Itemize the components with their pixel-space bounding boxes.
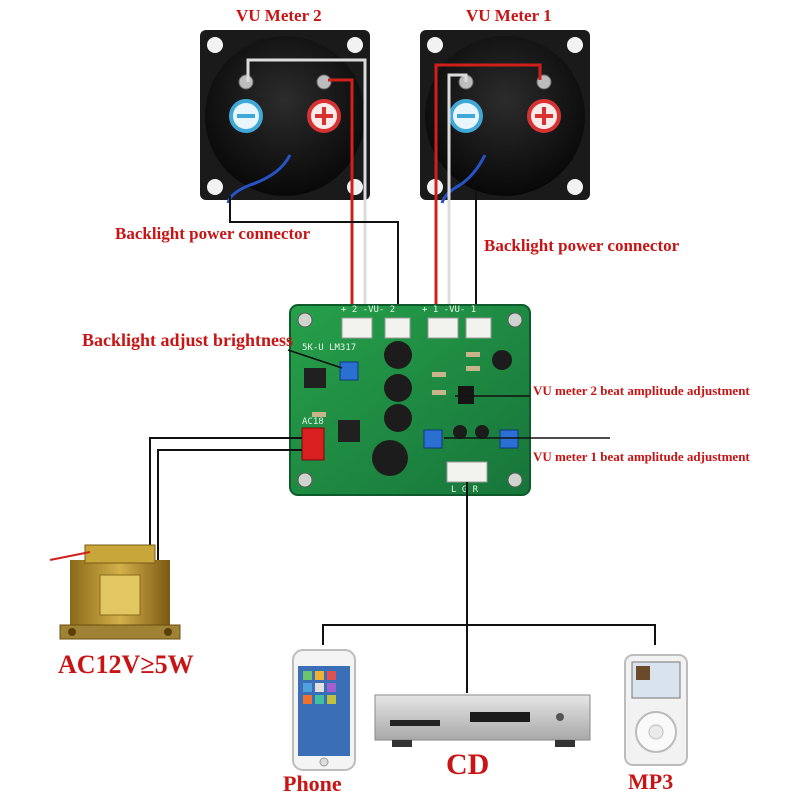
- vu-meter-2-title: VU Meter 2: [236, 6, 322, 25]
- pcb-board: + 2 -VU- 2 + 1 -VU- 1 5K-U LM317 AC18 L …: [289, 304, 531, 496]
- ac-wires: [149, 437, 302, 590]
- mp3-label: MP3: [628, 769, 674, 794]
- audio-wires: [322, 482, 656, 693]
- cd-label: CD: [446, 748, 490, 781]
- leader-lines: [287, 349, 610, 439]
- backlight-trimpot: [339, 361, 359, 381]
- pcb-silk-ac: AC18: [302, 417, 324, 427]
- transformer-icon: [49, 544, 181, 640]
- ac-input-header: [301, 427, 325, 461]
- power-supply-label: AC12V≥5W: [58, 650, 194, 679]
- pcb-silk-lgr: L G R: [451, 485, 479, 495]
- phone-label: Phone: [283, 771, 342, 796]
- vu1-trimpot: [499, 429, 519, 449]
- vu-meter-2: [200, 30, 370, 204]
- pcb-silk-lm317: 5K-U LM317: [302, 343, 356, 353]
- backlight-connector-label-right: Backlight power connector: [484, 236, 680, 255]
- audio-input-header: [446, 461, 488, 483]
- vu1-backlight-header: [465, 317, 492, 339]
- vu-meter-1: [420, 30, 590, 204]
- cd-player-icon: [374, 694, 591, 747]
- vu2-backlight-header: [384, 317, 411, 339]
- mp3-player-icon: [624, 654, 688, 766]
- vu2-header: [341, 317, 373, 339]
- phone-icon: [292, 649, 356, 771]
- vu1-header: [427, 317, 459, 339]
- backlight-adjust-label: Backlight adjust brightness: [82, 330, 294, 350]
- vu1-beat-label: VU meter 1 beat amplitude adjustment: [533, 449, 750, 464]
- vu2-trimpot: [423, 429, 443, 449]
- pcb-silk-vu2: + 2 -VU- 2: [341, 305, 395, 315]
- pcb-silk-vu1: + 1 -VU- 1: [422, 305, 476, 315]
- backlight-connector-label-left: Backlight power connector: [115, 224, 311, 243]
- meter-wires: [229, 58, 542, 318]
- vu-meter-1-title: VU Meter 1: [466, 6, 552, 25]
- vu2-beat-label: VU meter 2 beat amplitude adjustment: [533, 383, 750, 398]
